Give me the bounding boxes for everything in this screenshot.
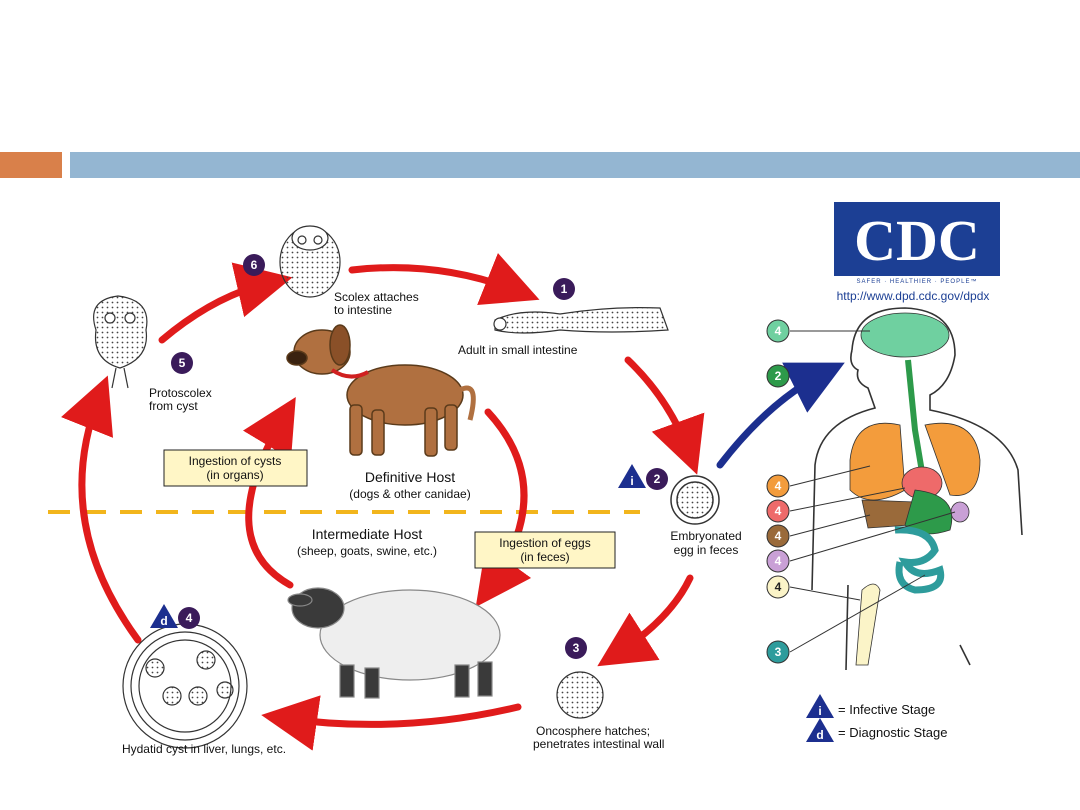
intermediate-host-subtitle: (sheep, goats, swine, etc.) — [297, 544, 437, 558]
infective-marker-text: i — [630, 474, 633, 488]
human-markers — [789, 330, 956, 653]
stage-1-number — [553, 278, 575, 300]
arrow-4-to-5 — [61, 375, 142, 644]
arrow-3-to-4 — [261, 695, 522, 751]
cdc-logo-word: CDC — [854, 208, 980, 273]
ingestion-cysts-line1: Ingestion of cysts — [189, 454, 282, 468]
stage-2-number — [646, 468, 668, 490]
human-marker-lungs-text: 4 — [775, 479, 782, 493]
header-accent-blue — [70, 152, 1080, 178]
ingestion-cysts-box — [163, 449, 308, 487]
hydatid-cyst-illustration — [122, 623, 248, 749]
stage-5-label-line2: from cyst — [149, 399, 198, 413]
stage-5-number — [171, 352, 193, 374]
stage-6-label-line1: Scolex attaches — [334, 290, 419, 304]
oncosphere-illustration — [556, 671, 604, 719]
stage-5-number-text: 5 — [179, 356, 186, 370]
cdc-logo: CDC SAFER · HEALTHIER · PEOPLE™ — [834, 202, 1000, 285]
adult-worm-illustration — [493, 307, 669, 334]
legend-diagnostic-triangle — [806, 718, 834, 742]
legend-diagnostic-label: = Diagnostic Stage — [838, 725, 947, 740]
human-organs — [849, 312, 981, 666]
human-marker-heart-text: 4 — [775, 504, 782, 518]
diagnostic-marker-text: d — [160, 614, 167, 628]
stage-3-label-line1: Oncosphere hatches; — [536, 724, 650, 738]
intermediate-host-title: Intermediate Host — [312, 526, 423, 542]
stage-6-label-line2: to intestine — [334, 303, 392, 317]
sheep-illustration — [287, 587, 501, 699]
stage-4-number-text: 4 — [186, 611, 193, 625]
cycle-arrows — [61, 253, 705, 751]
ingestion-cysts-line2: (in organs) — [206, 468, 263, 482]
infective-marker-triangle — [618, 464, 646, 488]
human-marker-lungs — [766, 474, 790, 498]
human-marker-kidney — [766, 549, 790, 573]
stage-2-label-line1: Embryonated — [670, 529, 741, 543]
human-marker-brain-text: 4 — [775, 324, 782, 338]
legend-infective-marker: i — [818, 704, 821, 718]
arrow-5-to-6 — [158, 262, 293, 344]
human-marker-heart — [766, 499, 790, 523]
cdc-url: http://www.dpd.cdc.gov/dpdx — [837, 289, 990, 303]
ingestion-eggs-line1: Ingestion of eggs — [499, 536, 590, 550]
human-marker-ingestion — [766, 364, 790, 388]
arrow-1-to-2 — [624, 356, 705, 475]
organ-intestine — [894, 526, 945, 594]
stage-3-label-line2: penetrates intestinal wall — [533, 737, 664, 751]
human-marker-liver-text: 4 — [775, 529, 782, 543]
diagnostic-marker-triangle — [150, 604, 178, 628]
human-marker-intestine-text: 3 — [775, 645, 782, 659]
scolex-illustration — [279, 225, 341, 298]
ingestion-eggs-box — [474, 531, 616, 569]
arrow-to-human — [716, 362, 845, 469]
dog-illustration — [286, 324, 476, 457]
ingestion-eggs-line2: (in feces) — [520, 550, 569, 564]
human-marker-kidney-text: 4 — [775, 554, 782, 568]
human-marker-liver — [766, 524, 790, 548]
egg-illustration — [670, 475, 720, 525]
human-marker-ingestion-text: 2 — [775, 369, 782, 383]
stage-3-number-text: 3 — [573, 641, 580, 655]
arrow-2-to-3 — [597, 574, 694, 667]
human-silhouette — [811, 307, 1023, 671]
stage-4-label: Hydatid cyst in liver, lungs, etc. — [122, 742, 286, 756]
human-marker-intestine — [766, 640, 790, 664]
arrow-cysts-inner — [242, 396, 296, 589]
human-marker-badges: 4 2 4 4 4 4 4 3 — [766, 319, 790, 664]
human-marker-bone — [766, 575, 790, 599]
stage-6-number-text: 6 — [251, 258, 258, 272]
cdc-logo-tagline: SAFER · HEALTHIER · PEOPLE™ — [857, 278, 978, 285]
human-marker-brain — [766, 319, 790, 343]
stage-6-number — [243, 254, 265, 276]
stage-4-number — [178, 607, 200, 629]
definitive-host-title: Definitive Host — [365, 469, 455, 485]
legend-infective-label: = Infective Stage — [838, 702, 935, 717]
human-marker-bone-text: 4 — [775, 580, 782, 594]
legend-infective-triangle — [806, 694, 834, 718]
stage-2-label-line2: egg in feces — [674, 543, 739, 557]
protoscolex-illustration — [93, 295, 148, 389]
organ-brain — [860, 312, 950, 358]
stage-2-number-text: 2 — [654, 472, 661, 486]
legend-diagnostic-marker: d — [816, 728, 823, 742]
life-cycle-diagram: 6 Scolex attaches to intestine 1 Adult i… — [48, 202, 1023, 756]
stage-3-number — [565, 637, 587, 659]
stage-1-label: Adult in small intestine — [458, 343, 578, 357]
organ-femur — [855, 583, 881, 666]
arrow-6-to-1 — [348, 253, 540, 306]
definitive-host-subtitle: (dogs & other canidae) — [349, 487, 470, 501]
header-accent-orange — [0, 152, 62, 178]
stage-1-number-text: 1 — [561, 282, 568, 296]
stage-5-label-line1: Protoscolex — [149, 386, 212, 400]
